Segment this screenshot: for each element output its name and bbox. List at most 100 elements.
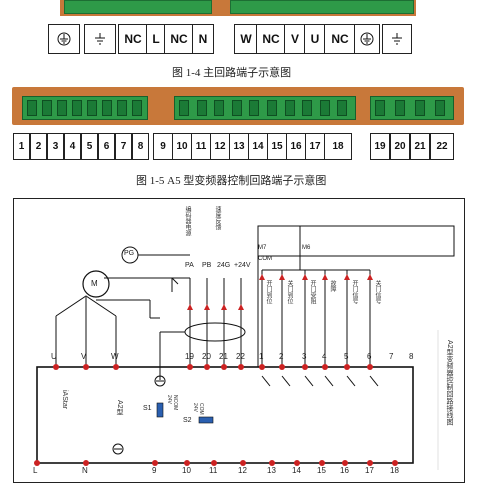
main-terminal-connector — [60, 0, 416, 16]
terminal-l-label: L — [33, 466, 38, 475]
ground-icon — [95, 33, 105, 45]
ground-icon — [392, 33, 402, 45]
pg-label: PG — [124, 250, 135, 257]
signal-label-fault: 故障 — [329, 280, 335, 292]
signal-label-encoder-power: 编码器电源 — [184, 206, 190, 236]
figure-caption: 图 1-5 A5 型变频器控制回路端子示意图 — [136, 175, 327, 187]
motor-label: M — [91, 279, 98, 288]
signal-label-open-signal: 开门信号 — [351, 280, 357, 304]
pin-24g: 24G — [217, 262, 231, 269]
terminal-5-label: 5 — [344, 352, 349, 361]
terminal-nc: NC — [164, 24, 194, 54]
terminal-18: 18 — [324, 133, 352, 160]
signal-label-obstruct: 开门受阻 — [309, 280, 315, 304]
terminal-19: 19 — [370, 133, 390, 160]
terminal-2: 2 — [30, 133, 47, 160]
terminal-7-label: 7 — [389, 352, 394, 361]
terminal-13-label: 13 — [267, 466, 276, 475]
terminal-22-label: 22 — [236, 352, 245, 361]
connector-screw — [302, 100, 313, 116]
ground-terminal — [84, 24, 116, 54]
connector-screw — [267, 100, 277, 116]
terminal-17-label: 17 — [365, 466, 374, 475]
terminal-15: 15 — [267, 133, 287, 160]
signal-label-close-signal: 关门信号 — [374, 280, 380, 304]
terminal-w: W — [234, 24, 258, 54]
connector-screw — [284, 100, 295, 116]
signal-label-open-limit: 开门到位 — [265, 280, 271, 304]
connector-screw — [214, 100, 225, 116]
terminal-21: 21 — [410, 133, 430, 160]
terminal-v-label: V — [81, 352, 87, 361]
terminal-7: 7 — [115, 133, 132, 160]
terminal-6: 6 — [98, 133, 115, 160]
s2-option-24v: 24V — [192, 403, 198, 412]
terminal-15-label: 15 — [317, 466, 326, 475]
s2-option-com: COM — [198, 403, 204, 415]
connector-screw — [435, 100, 445, 116]
connector-screw — [87, 100, 97, 116]
switch-s1-label: S1 — [143, 405, 152, 412]
terminal-16-label: 16 — [340, 466, 349, 475]
connector-screw — [179, 100, 189, 116]
terminal-14-label: 14 — [292, 466, 301, 475]
terminal-3: 3 — [47, 133, 64, 160]
terminal-1: 1 — [13, 133, 30, 160]
switch-s2-label: S2 — [183, 417, 192, 424]
connector-screw — [337, 100, 348, 116]
connector-screw — [72, 100, 82, 116]
connector-screw — [42, 100, 52, 116]
connector-screw — [319, 100, 330, 116]
connector-screw — [132, 100, 142, 116]
ground-terminal — [382, 24, 412, 54]
terminal-4-label: 4 — [322, 352, 327, 361]
s1-option-24v: 24V — [166, 395, 172, 404]
ground-icon — [360, 32, 374, 46]
connector-screw — [395, 100, 405, 116]
connector-screw — [57, 100, 67, 116]
inner-brand: iAStar — [61, 390, 68, 410]
terminal-20: 20 — [390, 133, 410, 160]
connector-screw — [102, 100, 112, 116]
pin-24v: +24V — [234, 262, 251, 269]
connector-screw — [375, 100, 385, 116]
com-label: COM — [258, 256, 272, 262]
terminal-n: N — [192, 24, 214, 54]
terminal-22: 22 — [430, 133, 454, 160]
ground-terminal — [48, 24, 80, 54]
terminal-nc: NC — [118, 24, 148, 54]
terminal-w-label: W — [111, 352, 119, 361]
terminal-8: 8 — [132, 133, 149, 160]
connector-screw — [117, 100, 127, 116]
pin-pb: PB — [202, 262, 212, 269]
terminal-1-label: 1 — [259, 352, 264, 361]
terminal-12-label: 12 — [238, 466, 247, 475]
terminal-18-label: 18 — [390, 466, 399, 475]
terminal-4: 4 — [64, 133, 81, 160]
terminal-nc: NC — [256, 24, 286, 54]
terminal-nc: NC — [324, 24, 356, 54]
connector-screw — [415, 100, 425, 116]
terminal-2-label: 2 — [279, 352, 284, 361]
terminal-n-label: N — [82, 466, 88, 475]
terminal-6-label: 6 — [367, 352, 372, 361]
side-note: A2型变频器控制回路接线图 — [446, 340, 453, 426]
terminal-3-label: 3 — [302, 352, 307, 361]
terminal-8-label: 8 — [409, 352, 414, 361]
terminal-u-label: U — [51, 352, 57, 361]
m7-label: M7 — [258, 245, 267, 251]
terminal-11-label: 11 — [209, 466, 218, 475]
m6-label: M6 — [302, 245, 311, 251]
connector-screw — [231, 100, 242, 116]
pin-pa: PA — [185, 262, 194, 269]
connector-screw — [196, 100, 207, 116]
figure-caption: 图 1-4 主回路端子示意图 — [172, 67, 292, 79]
connector-screw — [27, 100, 37, 116]
signal-label-close-limit: 关门到位 — [286, 280, 292, 304]
terminal-21-label: 21 — [219, 352, 228, 361]
terminal-9-label: 9 — [152, 466, 157, 475]
signal-label-speed-feedback: 速度反馈 — [214, 206, 220, 230]
terminal-5: 5 — [81, 133, 98, 160]
terminal-19-label: 19 — [185, 352, 194, 361]
